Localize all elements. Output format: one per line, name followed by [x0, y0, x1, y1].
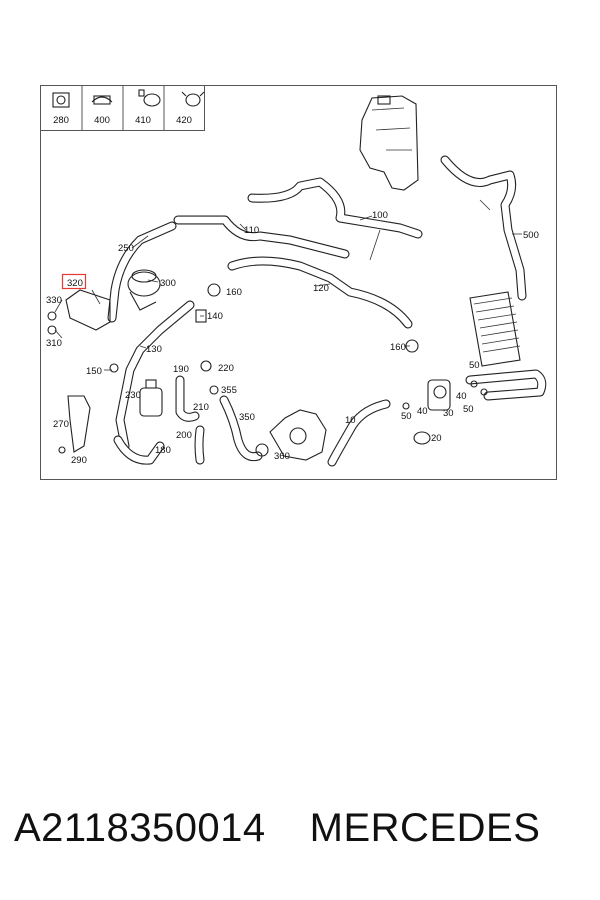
callout-label: 310 [46, 338, 62, 349]
callout-label: 160 [390, 342, 406, 353]
callout-label: 40 [417, 406, 428, 417]
callout-label: 300 [160, 278, 176, 289]
callout-label: 200 [176, 430, 192, 441]
callout-label: 290 [71, 455, 87, 466]
callout-label: 110 [244, 225, 259, 236]
callout-label: 50 [401, 411, 412, 422]
mounting-bracket [47, 289, 111, 335]
callout-label: 210 [193, 402, 209, 413]
brand-name: MERCEDES [309, 806, 541, 850]
callout-label: 100 [372, 210, 388, 221]
callout-label: 150 [86, 366, 102, 377]
callout-label: 160 [226, 287, 242, 298]
part-number-footer: A2118350014 MERCEDES [14, 806, 540, 851]
callout-label: 250 [118, 243, 134, 254]
callout-label: 30 [443, 408, 454, 419]
leader-lines [54, 199, 522, 371]
callout-label: 360 [274, 451, 290, 462]
callout-label: 50 [469, 360, 480, 371]
diagram-frame [40, 85, 557, 480]
coolant-housing [255, 409, 327, 461]
thermostat-housing [413, 379, 451, 445]
callout-label: 40 [456, 391, 467, 402]
highlight-box [61, 273, 87, 290]
expansion-tank [359, 95, 419, 191]
callout-label: 320 [67, 278, 83, 289]
callout-label: 190 [173, 364, 189, 375]
callout-label: 120 [313, 283, 329, 294]
small-connectors [109, 283, 488, 410]
callout-label: 130 [146, 344, 162, 355]
callout-label: 180 [155, 445, 171, 456]
callout-label: 500 [523, 230, 539, 241]
callout-label: 50 [463, 404, 474, 415]
hose-lines [107, 155, 547, 467]
clip-clamp-icon [181, 91, 205, 107]
thumbnail-label: 420 [176, 115, 192, 126]
valve-230 [139, 379, 163, 417]
thumbnail-strip: 280 400 410 420 [40, 85, 205, 131]
callout-label: 350 [239, 412, 255, 423]
thumbnail-label: 280 [53, 115, 69, 126]
bracket-270 [58, 395, 91, 454]
callout-label: 20 [431, 433, 442, 444]
thumbnail-label: 400 [94, 115, 110, 126]
part-number: A2118350014 [14, 806, 266, 850]
thumbnail-label: 410 [135, 115, 151, 126]
callout-labels: 320 330 310 250 300 160 110 100 500 120 … [46, 210, 539, 466]
spring-clamp-icon [91, 95, 113, 105]
callout-label: 330 [46, 295, 62, 306]
callout-label: 10 [345, 415, 356, 426]
heater-core [469, 291, 521, 367]
callout-label: 230 [125, 390, 141, 401]
callout-label: 355 [221, 385, 237, 396]
band-clamp-icon [138, 89, 161, 107]
callout-label: 220 [218, 363, 234, 374]
electric-pump [127, 269, 161, 311]
hose-clamp-block-icon [52, 92, 70, 108]
callout-label: 270 [53, 419, 69, 430]
callout-label: 140 [207, 311, 223, 322]
